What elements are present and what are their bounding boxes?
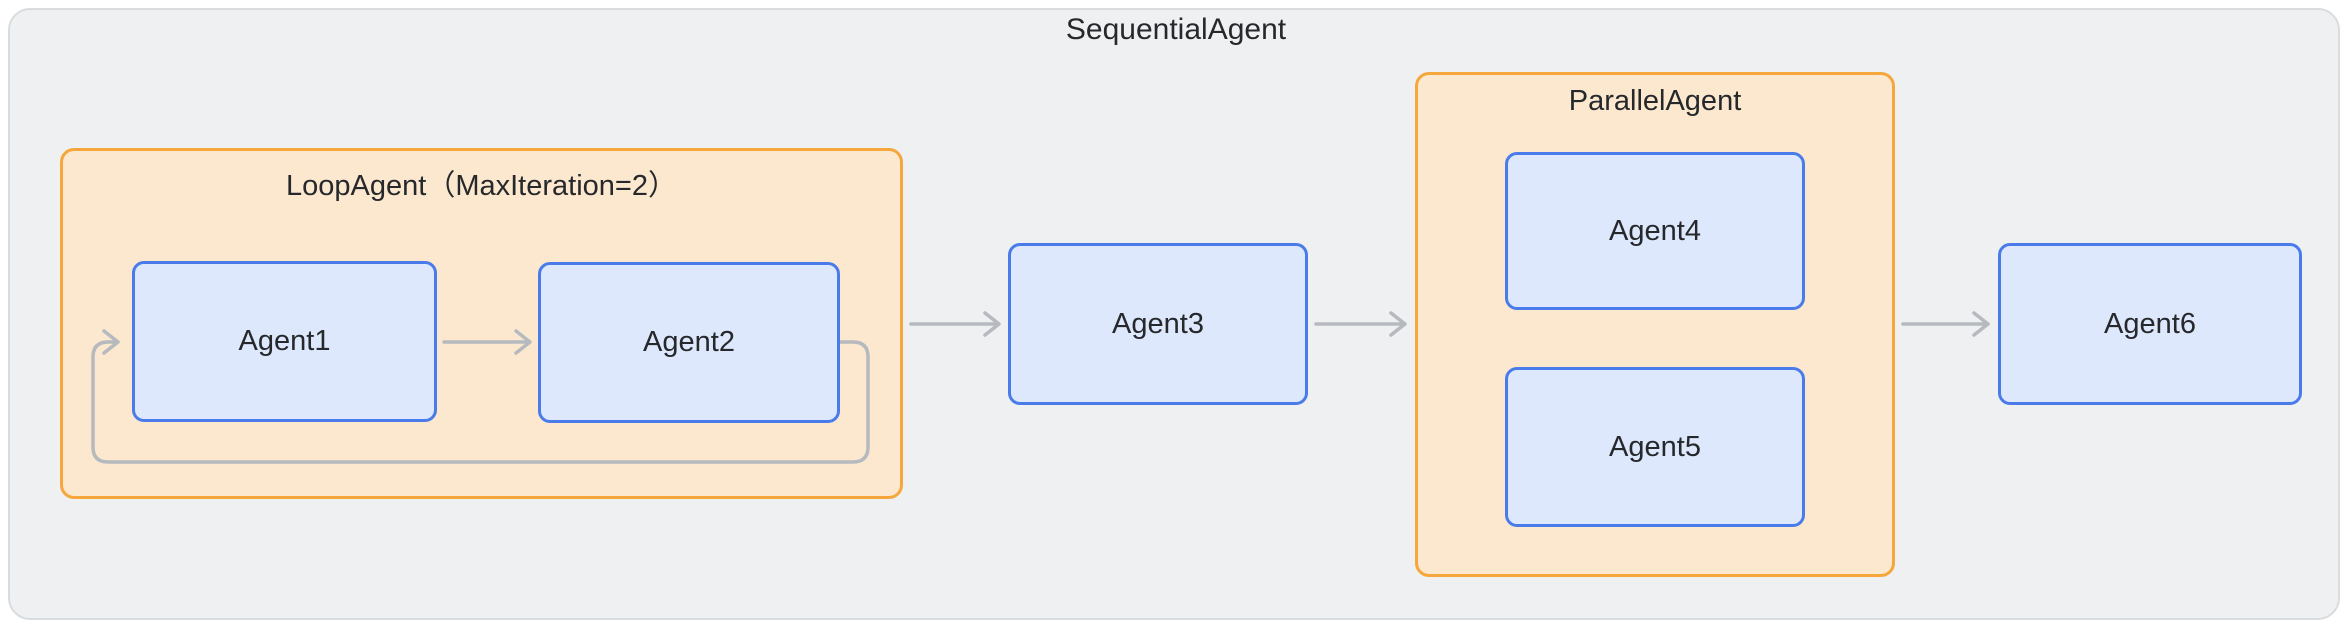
node-agent2: Agent2 bbox=[538, 262, 840, 423]
node-agent5: Agent5 bbox=[1505, 367, 1805, 527]
loop-agent-title: LoopAgent（MaxIteration=2） bbox=[286, 170, 677, 202]
node-agent3: Agent3 bbox=[1008, 243, 1308, 405]
node-agent4: Agent4 bbox=[1505, 152, 1805, 310]
parallel-agent-title: ParallelAgent bbox=[1568, 85, 1742, 117]
node-agent6: Agent6 bbox=[1998, 243, 2302, 405]
sequential-agent-title: SequentialAgent bbox=[1065, 13, 1287, 46]
node-agent1: Agent1 bbox=[132, 261, 437, 422]
